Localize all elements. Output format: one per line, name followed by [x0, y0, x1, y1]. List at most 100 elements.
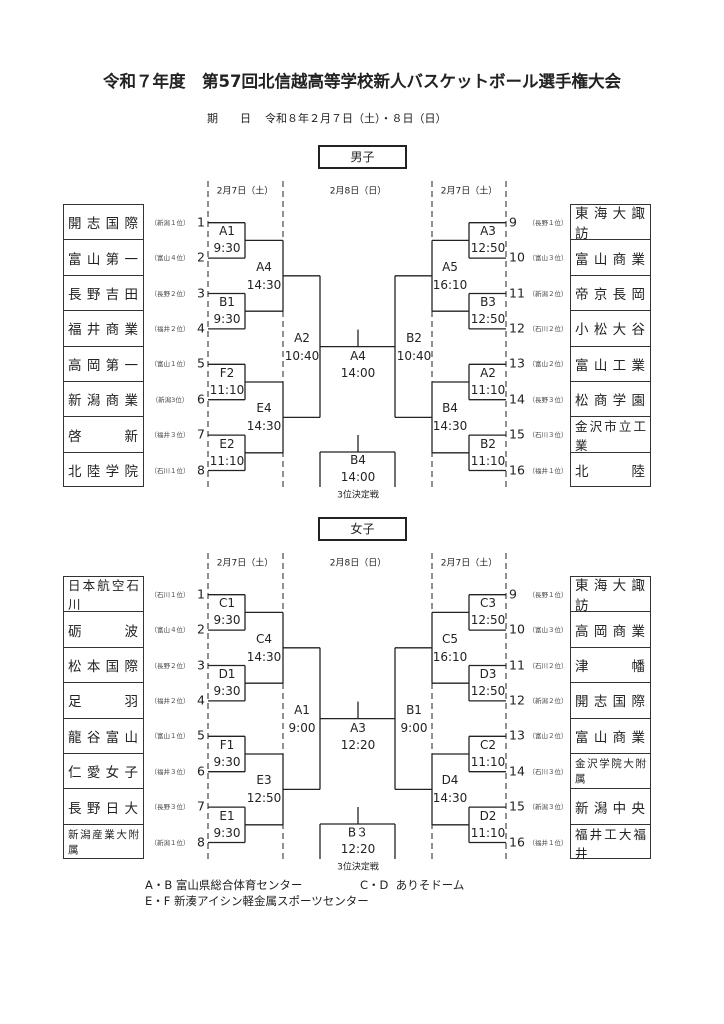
match-code: B1 — [406, 702, 422, 717]
team-row: 高岡第一 — [64, 347, 143, 382]
team-number: 10 — [509, 621, 525, 637]
team-row: 東海大諏訪 — [571, 577, 650, 615]
match-code: A1 — [294, 702, 310, 717]
third-place-label: 3位決定戦 — [337, 490, 379, 501]
team-row: 富山工業 — [571, 347, 650, 382]
venue-name: 富山県総合体育センター — [175, 878, 303, 892]
team-seed: （新潟２位） — [528, 289, 568, 298]
right-team-list: 東海大諏訪高岡商業津幡開志国際富山商業金沢学院大附属新潟中央福井工大福井 — [570, 576, 651, 861]
team-number: 14 — [509, 391, 525, 407]
match-time: 10:40 — [396, 348, 432, 363]
match-code: B4 — [442, 401, 458, 416]
team-row: 新潟商業 — [64, 382, 143, 418]
final-time: 12:20 — [340, 737, 376, 752]
team-name: 新潟産業大附属 — [68, 829, 139, 857]
match-time: 12:50 — [470, 312, 506, 327]
team-number: 2 — [197, 249, 205, 265]
team-name: 日本航空石川 — [68, 578, 139, 613]
team-name: 新潟商業 — [68, 393, 139, 410]
team-row: 松商学園 — [571, 382, 650, 418]
team-row: 足羽 — [64, 683, 143, 719]
match-time: 9:30 — [213, 241, 241, 256]
team-number: 14 — [509, 763, 525, 779]
team-seed: （長野２位） — [150, 289, 190, 298]
day-header-right: 2月7日（土） — [440, 186, 498, 197]
team-seed: （石川１位） — [150, 466, 190, 475]
team-number: 11 — [509, 285, 525, 300]
team-name: 津幡 — [575, 658, 646, 675]
match-time: 14:30 — [432, 419, 468, 434]
day-header-center: 2月8日（日） — [329, 186, 387, 197]
team-number: 13 — [509, 727, 525, 743]
venue-ab: A・B 富山県総合体育センター — [145, 877, 302, 893]
team-name: 金沢市立工業 — [575, 418, 646, 453]
team-name: 長野吉田 — [68, 286, 139, 303]
team-number: 10 — [509, 249, 525, 265]
team-seed: （新潟３位） — [528, 803, 568, 812]
team-name: 高岡第一 — [68, 357, 139, 374]
team-number: 16 — [509, 834, 525, 849]
team-row: 津幡 — [571, 648, 650, 684]
match-code: B2 — [406, 330, 422, 345]
team-name: 新潟中央 — [575, 800, 646, 817]
team-number: 12 — [509, 692, 525, 708]
team-number: 3 — [197, 285, 205, 300]
match-time: 11:10 — [470, 453, 506, 468]
match-code: A4 — [256, 259, 272, 274]
match-time: 9:30 — [213, 825, 241, 840]
match-code: D1 — [218, 667, 236, 682]
team-number: 16 — [509, 462, 525, 477]
final-code: A3 — [350, 720, 366, 735]
match-code: E3 — [256, 773, 272, 788]
team-row: 開志国際 — [64, 205, 143, 241]
left-team-list: 日本航空石川砺波松本国際足羽龍谷富山仁愛女子長野日大新潟産業大附属 — [63, 576, 144, 860]
venue-name: 新湊アイシン軽金属スポーツセンター — [174, 894, 369, 908]
venue-code: E・F — [145, 894, 171, 908]
team-number: 8 — [197, 462, 205, 477]
team-seed: （長野１位） — [528, 218, 568, 227]
team-row: 帝京長岡 — [571, 276, 650, 312]
team-name: 富山第一 — [68, 251, 139, 268]
team-seed: （石川２位） — [528, 661, 568, 670]
match-code: C4 — [255, 631, 273, 646]
team-row: 福井商業 — [64, 311, 143, 347]
match-code: C5 — [441, 631, 459, 646]
third-place-time: 14:00 — [340, 470, 376, 484]
match-code: E4 — [256, 401, 272, 416]
match-code: A1 — [219, 224, 235, 239]
third-place-label: 3位決定戦 — [337, 862, 379, 873]
team-name: 高岡商業 — [575, 623, 646, 640]
match-time: 9:30 — [213, 312, 241, 327]
left-team-list: 開志国際富山第一長野吉田福井商業高岡第一新潟商業啓新北陸学院 — [63, 204, 144, 488]
team-name: 松本国際 — [68, 658, 139, 675]
team-number: 2 — [197, 621, 205, 637]
match-time: 9:00 — [400, 720, 428, 735]
team-row: 開志国際 — [571, 683, 650, 719]
venue-name: ありそドーム — [395, 878, 465, 892]
team-seed: （福井３位） — [150, 767, 190, 776]
team-row: 富山商業 — [571, 719, 650, 754]
section-label-girls: 女子 — [318, 517, 407, 541]
team-name: 東海大諏訪 — [575, 578, 646, 615]
match-code: A3 — [480, 224, 496, 239]
team-name: 福井工大福井 — [575, 826, 646, 861]
team-seed: （富山２位） — [528, 360, 568, 369]
venue-ef: E・F 新湊アイシン軽金属スポーツセンター — [145, 893, 369, 909]
team-number: 7 — [197, 426, 205, 442]
team-name: 東海大諏訪 — [575, 206, 646, 243]
match-time: 9:30 — [213, 613, 241, 628]
team-name: 富山商業 — [575, 251, 646, 268]
team-name: 金沢学院大附属 — [575, 758, 646, 786]
third-place-time: 12:20 — [340, 842, 376, 856]
team-number: 5 — [197, 727, 205, 743]
match-code: D4 — [441, 773, 459, 788]
final-time: 14:00 — [340, 365, 376, 380]
team-name: 開志国際 — [575, 694, 646, 711]
right-team-list: 東海大諏訪富山商業帝京長岡小松大谷富山工業松商学園金沢市立工業北陸 — [570, 204, 651, 488]
team-seed: （石川２位） — [528, 324, 568, 333]
team-number: 13 — [509, 355, 525, 371]
match-code: B3 — [480, 295, 496, 310]
venue-code: A・B — [145, 878, 173, 892]
